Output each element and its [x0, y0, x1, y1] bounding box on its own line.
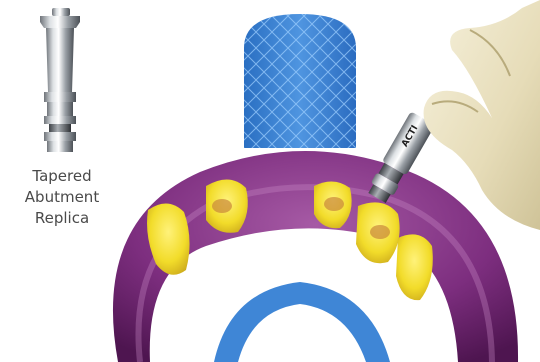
replica-label: Tapered Abutment Replica [8, 166, 116, 229]
tapered-abutment-replica [40, 8, 80, 152]
replica-label-line-3: Replica [8, 208, 116, 229]
replica-label-line-1: Tapered [8, 166, 116, 187]
replica-label-line-2: Abutment [8, 187, 116, 208]
blue-mesh-tray [244, 14, 356, 148]
